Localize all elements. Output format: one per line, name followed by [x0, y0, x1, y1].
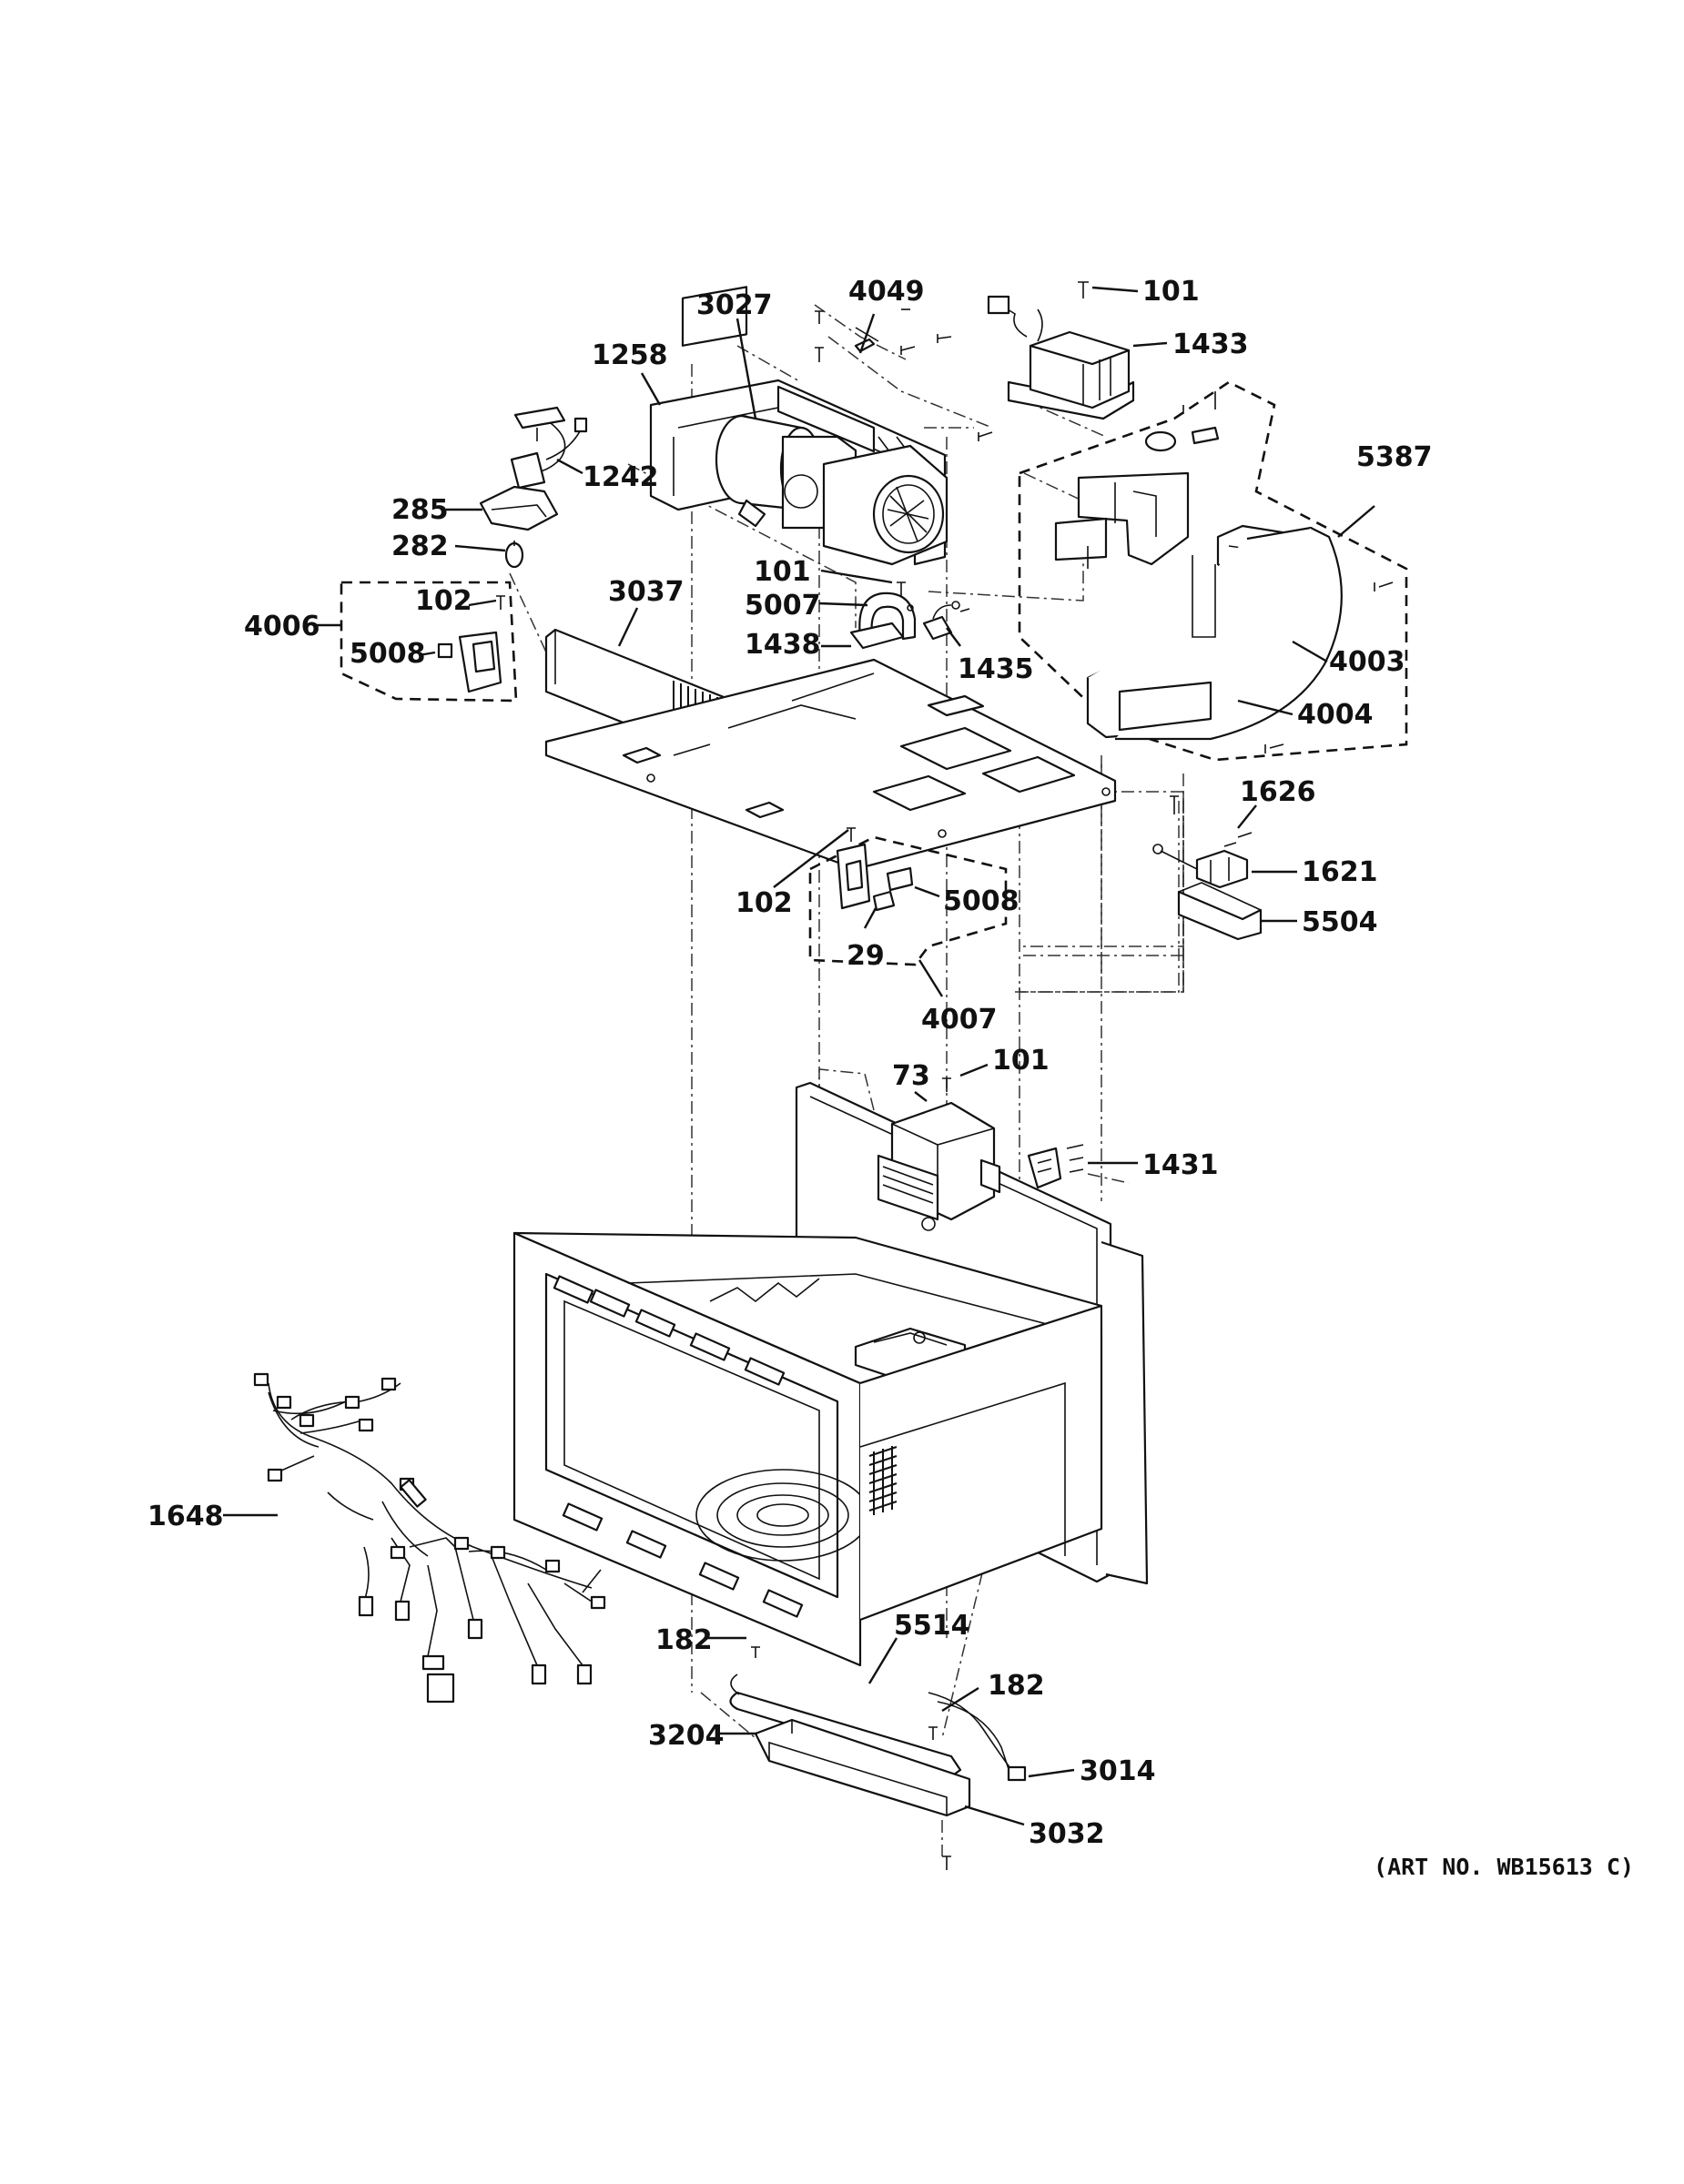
- callout-1438: 1438: [745, 629, 821, 661]
- callout-4004: 4004: [1297, 699, 1374, 731]
- transformer: [987, 295, 1135, 420]
- callout-73: 73: [892, 1060, 930, 1092]
- fan-bracket-parts: [849, 581, 970, 650]
- cavity-front-slots: [553, 1275, 804, 1618]
- door-interlock-group-4007: [808, 827, 1008, 966]
- cavity-vent-mesh: [868, 1446, 898, 1515]
- callout-282: 282: [391, 531, 449, 562]
- callout-labels: 101 1433 4049 3027 1258 5387 1242 285 28…: [147, 276, 1433, 1850]
- duct-assembly-group-5387: [1018, 380, 1408, 762]
- magnetron: [877, 1077, 1001, 1231]
- callout-5008a: 5008: [350, 638, 426, 670]
- callout-5514: 5514: [894, 1610, 970, 1642]
- callout-leader-lines: [223, 286, 1375, 1826]
- callout-102a: 102: [415, 585, 472, 617]
- blower-motor: [715, 414, 949, 566]
- door-interlock-group-4006: [340, 581, 518, 703]
- callout-3032: 3032: [1029, 1818, 1105, 1850]
- callout-5387: 5387: [1356, 441, 1433, 473]
- callout-182a: 182: [655, 1624, 713, 1656]
- lower-heater-assembly: [729, 1646, 1027, 1870]
- callout-101b: 101: [754, 556, 811, 588]
- callout-285: 285: [391, 494, 449, 526]
- base-plate: [544, 658, 1117, 871]
- callout-1242: 1242: [583, 461, 659, 493]
- callout-3027: 3027: [696, 289, 773, 321]
- callout-4006: 4006: [244, 611, 320, 642]
- callout-29: 29: [847, 940, 885, 972]
- callout-4049: 4049: [848, 276, 925, 308]
- thermostat-harness: [479, 406, 588, 569]
- callout-1648: 1648: [147, 1501, 224, 1532]
- thermal-cutoff-bracket: [1027, 1144, 1084, 1189]
- callout-1258: 1258: [592, 339, 668, 371]
- callout-1626: 1626: [1240, 776, 1316, 808]
- wire-harness: [253, 1372, 606, 1704]
- callout-1433: 1433: [1172, 329, 1249, 360]
- callout-182b: 182: [988, 1670, 1045, 1702]
- callout-101c: 101: [992, 1045, 1050, 1077]
- callout-4003: 4003: [1329, 646, 1405, 678]
- callout-5504: 5504: [1302, 906, 1378, 938]
- callout-3204: 3204: [648, 1720, 725, 1752]
- callout-1435: 1435: [958, 653, 1034, 685]
- callout-4007: 4007: [921, 1004, 998, 1036]
- callout-102b: 102: [735, 887, 793, 919]
- callout-101a: 101: [1142, 276, 1200, 308]
- callout-1431: 1431: [1142, 1149, 1219, 1181]
- callout-5007: 5007: [745, 590, 821, 622]
- callout-5008b: 5008: [943, 885, 1020, 917]
- filter-bracket-parts: [1152, 795, 1263, 941]
- callout-3037: 3037: [608, 576, 685, 608]
- oven-cavity-assembly: [512, 1081, 1149, 1667]
- callout-1621: 1621: [1302, 856, 1378, 888]
- art-number: (ART NO. WB15613 C): [1374, 1854, 1634, 1880]
- callout-3014: 3014: [1080, 1755, 1156, 1787]
